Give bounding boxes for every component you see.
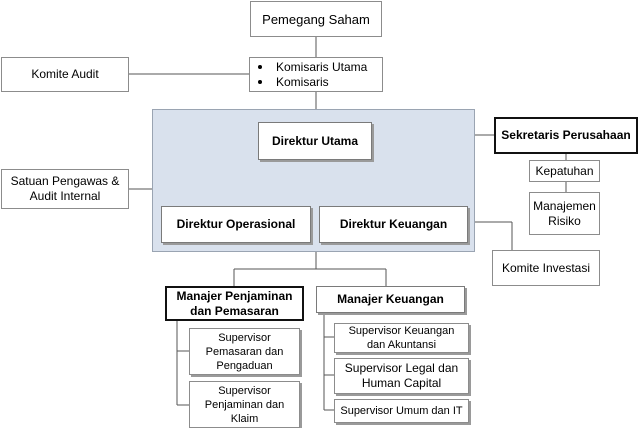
marketing-supervisor-box: Supervisor Pemasaran dan Pengaduan bbox=[189, 328, 300, 375]
president-director-box: Direktur Utama bbox=[258, 122, 372, 160]
guarantee-marketing-manager-label: Manajer Penjaminan bbox=[176, 288, 293, 303]
shareholders-label: Pemegang Saham bbox=[262, 11, 370, 27]
legal-hc-supervisor-box: Supervisor Legal dan Human Capital bbox=[334, 358, 469, 394]
finance-manager-box: Manajer Keuangan bbox=[316, 286, 465, 313]
bullet-icon bbox=[258, 80, 262, 84]
legal-hc-supervisor-label: Supervisor Legal dan bbox=[344, 361, 459, 375]
finance-director-box: Direktur Keuangan bbox=[319, 206, 468, 243]
guarantee-supervisor-label: Klaim bbox=[230, 412, 259, 425]
compliance-box: Kepatuhan bbox=[529, 160, 600, 182]
guarantee-supervisor-label: Supervisor bbox=[218, 384, 271, 397]
internal-audit-box: Satuan Pengawas & Audit Internal bbox=[1, 169, 129, 209]
bullet-icon bbox=[258, 65, 262, 69]
shareholders-box: Pemegang Saham bbox=[250, 1, 382, 37]
marketing-supervisor-label: Supervisor bbox=[218, 331, 271, 344]
commissioners-item: Komisaris bbox=[256, 75, 367, 90]
general-it-supervisor-box: Supervisor Umum dan IT bbox=[334, 399, 469, 423]
internal-audit-label: Satuan Pengawas & bbox=[10, 174, 120, 188]
finance-manager-label: Manajer Keuangan bbox=[337, 292, 444, 306]
accounting-supervisor-label: Supervisor Keuangan bbox=[348, 325, 455, 337]
risk-management-box: Manajemen Risiko bbox=[529, 192, 600, 235]
corporate-secretary-box: Sekretaris Perusahaan bbox=[494, 117, 638, 154]
risk-management-label: Risiko bbox=[548, 213, 581, 228]
general-it-supervisor-label: Supervisor Umum dan IT bbox=[340, 405, 463, 417]
audit-committee-label: Komite Audit bbox=[31, 67, 99, 81]
audit-committee-box: Komite Audit bbox=[1, 57, 129, 92]
operations-director-box: Direktur Operasional bbox=[161, 206, 311, 243]
finance-director-label: Direktur Keuangan bbox=[339, 217, 448, 231]
marketing-supervisor-label: Pemasaran dan bbox=[205, 345, 284, 358]
commissioners-item: Komisaris Utama bbox=[256, 60, 367, 75]
accounting-supervisor-box: Supervisor Keuangan dan Akuntansi bbox=[334, 323, 469, 353]
guarantee-marketing-manager-label: dan Pemasaran bbox=[190, 303, 279, 318]
accounting-supervisor-label: dan Akuntansi bbox=[366, 339, 437, 351]
compliance-label: Kepatuhan bbox=[535, 163, 594, 178]
legal-hc-supervisor-label: Human Capital bbox=[361, 376, 442, 390]
marketing-supervisor-label: Pengaduan bbox=[216, 359, 273, 372]
corporate-secretary-label: Sekretaris Perusahaan bbox=[501, 128, 631, 142]
guarantee-marketing-manager-box: Manajer Penjaminan dan Pemasaran bbox=[165, 286, 304, 321]
guarantee-supervisor-label: Penjaminan dan bbox=[204, 398, 285, 411]
investment-committee-box: Komite Investasi bbox=[492, 250, 600, 286]
investment-committee-label: Komite Investasi bbox=[501, 260, 591, 275]
risk-management-label: Manajemen bbox=[533, 198, 596, 213]
president-director-label: Direktur Utama bbox=[271, 133, 359, 148]
guarantee-supervisor-box: Supervisor Penjaminan dan Klaim bbox=[189, 381, 300, 428]
commissioners-list: Komisaris Utama Komisaris bbox=[256, 60, 367, 90]
commissioners-box: Komisaris Utama Komisaris bbox=[249, 57, 383, 92]
internal-audit-label: Audit Internal bbox=[29, 189, 101, 203]
operations-director-label: Direktur Operasional bbox=[176, 217, 296, 231]
